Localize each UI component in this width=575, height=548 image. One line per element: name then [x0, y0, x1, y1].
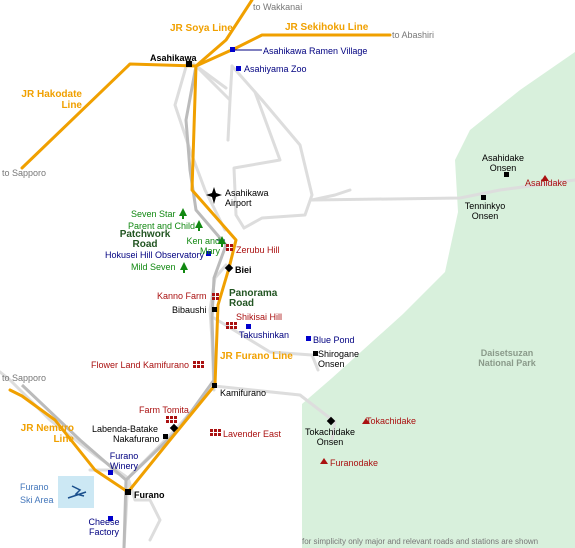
national-park-area	[302, 52, 575, 548]
marker-winery	[108, 470, 113, 475]
soya-line-label: JR Soya Line	[170, 23, 233, 34]
zerubu-hill-label: Zerubu Hill	[236, 245, 280, 255]
tokachidake-onsen-label: Tokachidake Onsen	[304, 427, 356, 447]
station-kamifurano	[212, 383, 217, 388]
sekihoku-line-label: JR Sekihoku Line	[285, 22, 369, 33]
station-nakafurano	[163, 434, 168, 439]
tenninkyo-onsen-label: Tenninkyo Onsen	[464, 201, 506, 221]
place-asahidake-onsen	[504, 172, 509, 177]
flower-kanno	[212, 293, 219, 300]
furano-station-label: Furano	[134, 490, 165, 500]
map-footnote: for simplicity only major and relevant r…	[302, 537, 539, 546]
peak-tokachidake	[362, 418, 370, 424]
furano-ski-area-label: Furano Ski Area	[20, 482, 54, 505]
asahidake-peak-label: Asahidake	[525, 178, 568, 188]
highway-lines	[20, 65, 228, 548]
kamifurano-station-label: Kamifurano	[220, 388, 267, 398]
blue-sight-markers	[108, 47, 311, 521]
hakodate-line	[20, 62, 198, 170]
peak-asahidake	[541, 175, 549, 181]
sekihoku-line	[194, 33, 392, 68]
place-tenninkyo	[481, 195, 486, 200]
tokachidake-peak-label: Tokachidake	[366, 416, 417, 426]
skier-icon	[67, 485, 87, 499]
blue-pond-label: Blue Pond	[313, 335, 355, 345]
ski-area-box	[58, 476, 94, 508]
to-sapporo-label: to Sapporo	[2, 168, 47, 178]
panorama-road-label: Panorama Road	[229, 288, 278, 309]
biei-station-label: Biei	[235, 265, 252, 275]
hokusei-hill-label: Hokusei Hill Observatory	[105, 250, 205, 260]
furano-line-label: JR Furano Line	[220, 351, 293, 362]
station-asahikawa	[186, 61, 192, 67]
peak-furanodake	[320, 458, 328, 464]
tree-parent-child	[195, 220, 203, 231]
labenda-station-label: Labenda-Batake	[92, 424, 159, 434]
asahidake-onsen-label: Asahidake Onsen	[481, 153, 525, 173]
airport-label: Asahikawa Airport	[225, 188, 269, 208]
to-sapporo-label-2: to Sapporo	[2, 373, 47, 383]
station-furano	[125, 489, 131, 495]
cheese-factory-label: Cheese Factory	[88, 517, 120, 537]
nakafurano-station-label: Nakafurano	[113, 434, 160, 444]
tree-mild-seven	[180, 262, 188, 273]
rail-lines	[8, 0, 392, 494]
marker-ramen	[230, 47, 235, 52]
hakodate-line-label: JR Hakodate Line	[21, 89, 82, 111]
furano-winery-label: Furano Winery	[109, 451, 139, 471]
seven-star-label: Seven Star	[131, 209, 176, 219]
nemuro-line-label: JR Nemuro Line	[20, 423, 74, 445]
to-abashiri-label: to Abashiri	[392, 30, 435, 40]
mild-seven-label: Mild Seven	[131, 262, 176, 272]
flower-lavender-east	[210, 429, 221, 436]
furanodake-peak-label: Furanodake	[330, 458, 379, 468]
soya-line	[194, 0, 254, 68]
lavender-east-label: Lavender East	[223, 429, 282, 439]
marker-takushinkan	[246, 324, 251, 329]
asahiyama-zoo-label: Asahiyama Zoo	[244, 64, 307, 74]
place-tokachidake-onsen	[326, 416, 336, 426]
peak-markers	[320, 175, 549, 464]
national-park-label: Daisetsuzan National Park	[478, 348, 536, 368]
takushinkan-label: Takushinkan	[239, 330, 290, 340]
asahikawa-station-label: Asahikawa	[150, 53, 197, 63]
kanno-farm-label: Kanno Farm	[157, 291, 207, 301]
marker-hokusei	[206, 251, 211, 256]
flower-zerubu	[226, 244, 233, 251]
shirogane-onsen-label: Shirogane Onsen	[318, 349, 360, 369]
to-wakkanai-label: to Wakkanai	[253, 2, 303, 12]
shikisai-hill-label: Shikisai Hill	[236, 312, 283, 322]
station-markers	[125, 61, 509, 495]
station-labenda	[169, 423, 179, 433]
tree-seven-star	[179, 208, 187, 219]
ramen-village-label: Asahikawa Ramen Village	[263, 46, 368, 56]
flower-land	[193, 361, 204, 368]
station-biei	[224, 263, 234, 273]
bibaushi-station-label: Bibaushi	[172, 305, 207, 315]
tree-markers	[179, 208, 226, 273]
nemuro-line	[8, 388, 130, 494]
flower-markers	[166, 244, 237, 436]
patchwork-road-label: Patchwork Road	[119, 229, 171, 250]
place-shirogane	[313, 351, 318, 356]
tree-ken-mary	[218, 236, 226, 247]
marker-cheese	[108, 516, 113, 521]
marker-zoo	[236, 66, 241, 71]
flower-shikisai	[226, 322, 237, 329]
farm-tomita-label: Farm Tomita	[139, 405, 189, 415]
airport-icon	[206, 187, 222, 204]
ken-mary-label: Ken and Mary	[186, 236, 220, 256]
marker-blue-pond	[306, 336, 311, 341]
station-bibaushi	[212, 307, 217, 312]
parent-child-label: Parent and Child	[128, 221, 196, 231]
furano-line	[126, 64, 238, 494]
flower-tomita	[166, 416, 177, 423]
flower-land-label: Flower Land Kamifurano	[91, 360, 190, 370]
